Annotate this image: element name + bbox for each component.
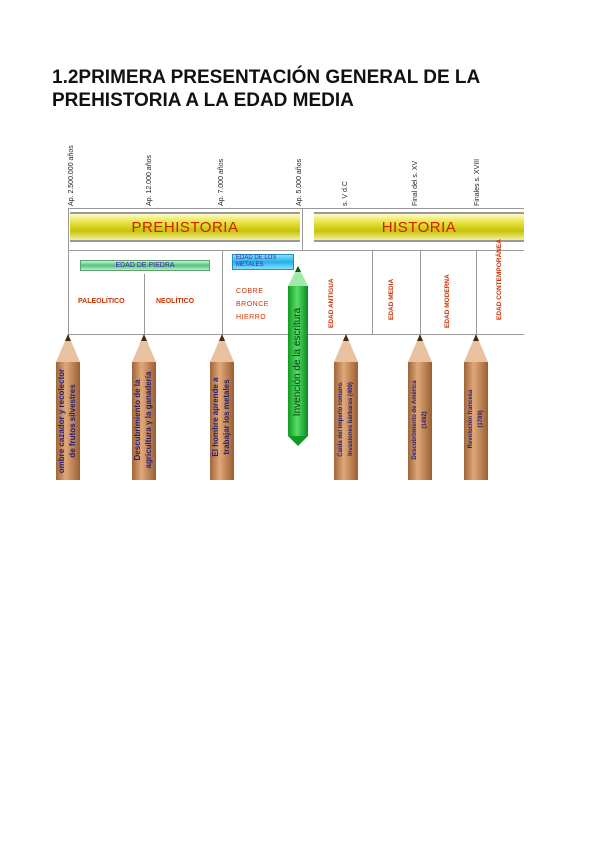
- pencil-5-text-line-1: Caída del imperio romano.: [338, 381, 344, 457]
- pencil-5-text-line-2: Invasiones bárbaras (409): [348, 382, 354, 456]
- green-pencil-text-line-1: Invención de la escritura: [292, 307, 303, 417]
- metal-bronce: BRONCE: [236, 301, 269, 308]
- divider-neo-metal: [222, 250, 223, 334]
- historia-label: HISTORIA: [381, 218, 457, 236]
- prehistoria-label: PREHISTORIA: [131, 218, 239, 236]
- pencil-6: [408, 334, 432, 480]
- pencil-3-text-line-2: trabajar los metales: [222, 379, 231, 455]
- timeline-diagram: Ap. 2.500.000 años Ap. 12.000 años Ap. 7…: [52, 122, 524, 480]
- timeline-axis: [68, 208, 524, 209]
- pencil-2: [132, 334, 156, 480]
- pencil-6-text: Descubrimiento de América (1492): [410, 366, 430, 474]
- divider-paleo-neo: [144, 274, 145, 334]
- metal-hierro: HIERRO: [236, 314, 267, 321]
- pencil-7-text-line-1: Revolución francesa: [468, 389, 474, 449]
- pencil-1-text-line-2: de frutos silvestres: [68, 384, 77, 458]
- green-pencil: [288, 266, 308, 446]
- pencil-3: [210, 334, 234, 480]
- page-title-line-1: 1.2PRIMERA PRESENTACIÓN GENERAL DE LA: [52, 67, 481, 88]
- edad-metales-label: EDAD DE LOS METALES: [236, 255, 277, 268]
- edad-metales-band: EDAD DE LOS METALES: [232, 254, 294, 270]
- metal-cobre: COBRE: [236, 288, 264, 295]
- pencil-5: [334, 334, 358, 480]
- pencil-3-text: El hombre aprende a trabajar los metales: [210, 364, 232, 470]
- green-pencil-text: Invención de la escritura: [290, 292, 306, 432]
- frame-divider-mid: [302, 208, 303, 250]
- prehistoria-band: PREHISTORIA: [70, 212, 300, 242]
- historia-band: HISTORIA: [314, 212, 524, 242]
- pencil-7-text-line-2: (1789): [478, 410, 484, 428]
- frame-left: [68, 208, 69, 336]
- period-frame-top: [68, 250, 524, 251]
- edad-piedra-label: EDAD DE PIEDRA: [115, 262, 175, 269]
- pencil-6-text-line-1: Descubrimiento de América: [412, 380, 418, 460]
- divider-media-moderna: [420, 250, 421, 334]
- pencil-2-text-line-2: agricultura y la ganadería: [144, 371, 153, 469]
- pencil-1: [56, 334, 80, 480]
- paleolitico-label: PALEOLÍTICO: [78, 298, 125, 305]
- pencil-6-text-line-2: (1492): [422, 411, 428, 429]
- pencil-3-text-line-1: El hombre aprende a: [211, 377, 220, 457]
- page-title-line-2: PREHISTORIA A LA EDAD MEDIA: [52, 90, 354, 111]
- pencil-7-text: Revolución francesa (1789): [466, 374, 486, 464]
- neolitico-label: NEOLÍTICO: [156, 298, 195, 305]
- pencil-1-text: ombre cazador y recolector de frutos sil…: [56, 362, 78, 480]
- divider-moderna-contemp: [476, 250, 477, 334]
- pencil-2-text-line-1: Descubrimiento de la: [133, 379, 142, 461]
- pencil-2-text: Descubrimiento de la agricultura y la ga…: [132, 362, 154, 478]
- pencils-graphic: [56, 266, 488, 480]
- edad-piedra-band: EDAD DE PIEDRA: [80, 260, 210, 271]
- metales-list: COBRE BRONCE HIERRO: [236, 285, 269, 324]
- pencil-1-text-line-1: ombre cazador y recolector: [57, 368, 66, 474]
- page-title: 1.2PRIMERA PRESENTACIÓN GENERAL DE LA PR…: [52, 66, 572, 112]
- pencil-7: [464, 334, 488, 480]
- divider-antigua-media: [372, 250, 373, 334]
- pencil-5-text: Caída del imperio romano. Invasiones bár…: [336, 364, 356, 474]
